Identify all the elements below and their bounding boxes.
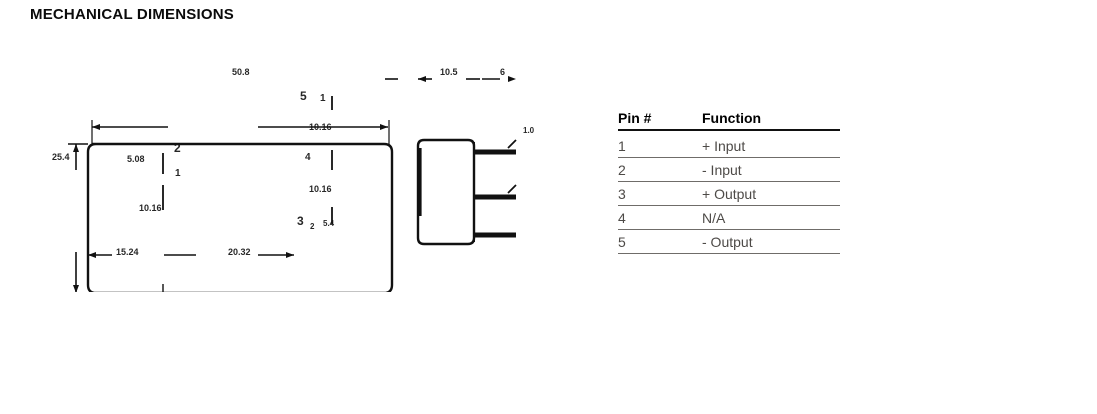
pin-label-5-lead: 1 <box>320 93 326 104</box>
dim-label-5-4: 5.4 <box>323 219 335 228</box>
side-view-outline <box>416 138 476 246</box>
dim-label-side-10-5: 10.5 <box>440 67 458 77</box>
dim-label-left-25-4: 25.4 <box>52 152 70 162</box>
cell-pin-function: - Output <box>702 229 840 254</box>
dim-label-pin-spacing-upper: 10.16 <box>309 122 332 132</box>
side-view-body <box>416 138 476 246</box>
front-view-outline <box>86 142 394 292</box>
left-dim-arrow-bottom <box>73 285 79 292</box>
dim-label-side-thickness: 1.0 <box>523 126 535 135</box>
dim-label-inner-10-16: 10.16 <box>139 203 162 213</box>
dim-label-bottom-20-32: 20.32 <box>228 247 251 257</box>
mechanical-drawing: 50.8 25.4 5.08 2 1 10.16 5 1 10.16 4 10.… <box>0 52 600 292</box>
cell-pin-number: 3 <box>618 181 702 206</box>
cell-pin-number: 1 <box>618 130 702 158</box>
front-view-top-dimension <box>91 120 390 144</box>
cell-pin-function: - Input <box>702 157 840 182</box>
cell-pin-number: 4 <box>618 205 702 230</box>
left-dim-arrow-top <box>73 144 79 152</box>
dim-label-bottom-15-24: 15.24 <box>116 247 139 257</box>
side-view-leads <box>474 149 516 238</box>
lead-bend-top <box>507 139 517 149</box>
front-view-bottom-dimensions <box>88 252 294 258</box>
dim-label-pin-spacing-lower: 10.16 <box>309 184 332 194</box>
bottom-dim-arrow-right <box>286 252 294 258</box>
pin-label-3: 3 <box>297 214 304 228</box>
dim-label-inner-5-08: 5.08 <box>127 154 145 164</box>
top-dim-arrow-left <box>92 124 100 130</box>
top-dim-arrow-right <box>380 124 388 130</box>
side-view-top-dimensions <box>385 76 516 82</box>
cell-pin-function: + Output <box>702 181 840 206</box>
mechanical-drawing-svg <box>68 76 517 292</box>
table-row: 5- Output <box>618 229 840 254</box>
pin-table-head: Pin # Function <box>618 110 840 131</box>
dim-label-top-50-8: 50.8 <box>232 67 250 77</box>
pin-label-3-sub: 2 <box>310 222 315 231</box>
table-row: 1+ Input <box>618 130 840 158</box>
bottom-dim-arrow-left <box>88 252 96 258</box>
pin-label-2: 2 <box>174 141 181 155</box>
pin-table-header-row: Pin # Function <box>618 110 840 131</box>
pin-label-5: 5 <box>300 89 307 103</box>
cell-pin-function: N/A <box>702 205 840 230</box>
header-pin-number: Pin # <box>618 110 702 131</box>
table-row: 3+ Output <box>618 181 840 206</box>
side-dim-arrow-right <box>508 76 516 82</box>
side-dim-arrow-left <box>418 76 426 82</box>
side-view-lead-bends <box>507 139 517 194</box>
pin-label-4: 4 <box>305 152 311 163</box>
cell-pin-function: + Input <box>702 130 840 158</box>
lead-bend-middle <box>507 184 517 194</box>
pin-label-1: 1 <box>175 168 181 179</box>
page-title: MECHANICAL DIMENSIONS <box>30 6 234 23</box>
cell-pin-number: 5 <box>618 229 702 254</box>
dim-label-side-lead-6: 6 <box>500 67 506 77</box>
header-function: Function <box>702 110 840 131</box>
front-view-body <box>86 142 394 292</box>
table-row: 2- Input <box>618 157 840 182</box>
cell-pin-number: 2 <box>618 157 702 182</box>
front-view-left-dimension <box>68 143 88 292</box>
